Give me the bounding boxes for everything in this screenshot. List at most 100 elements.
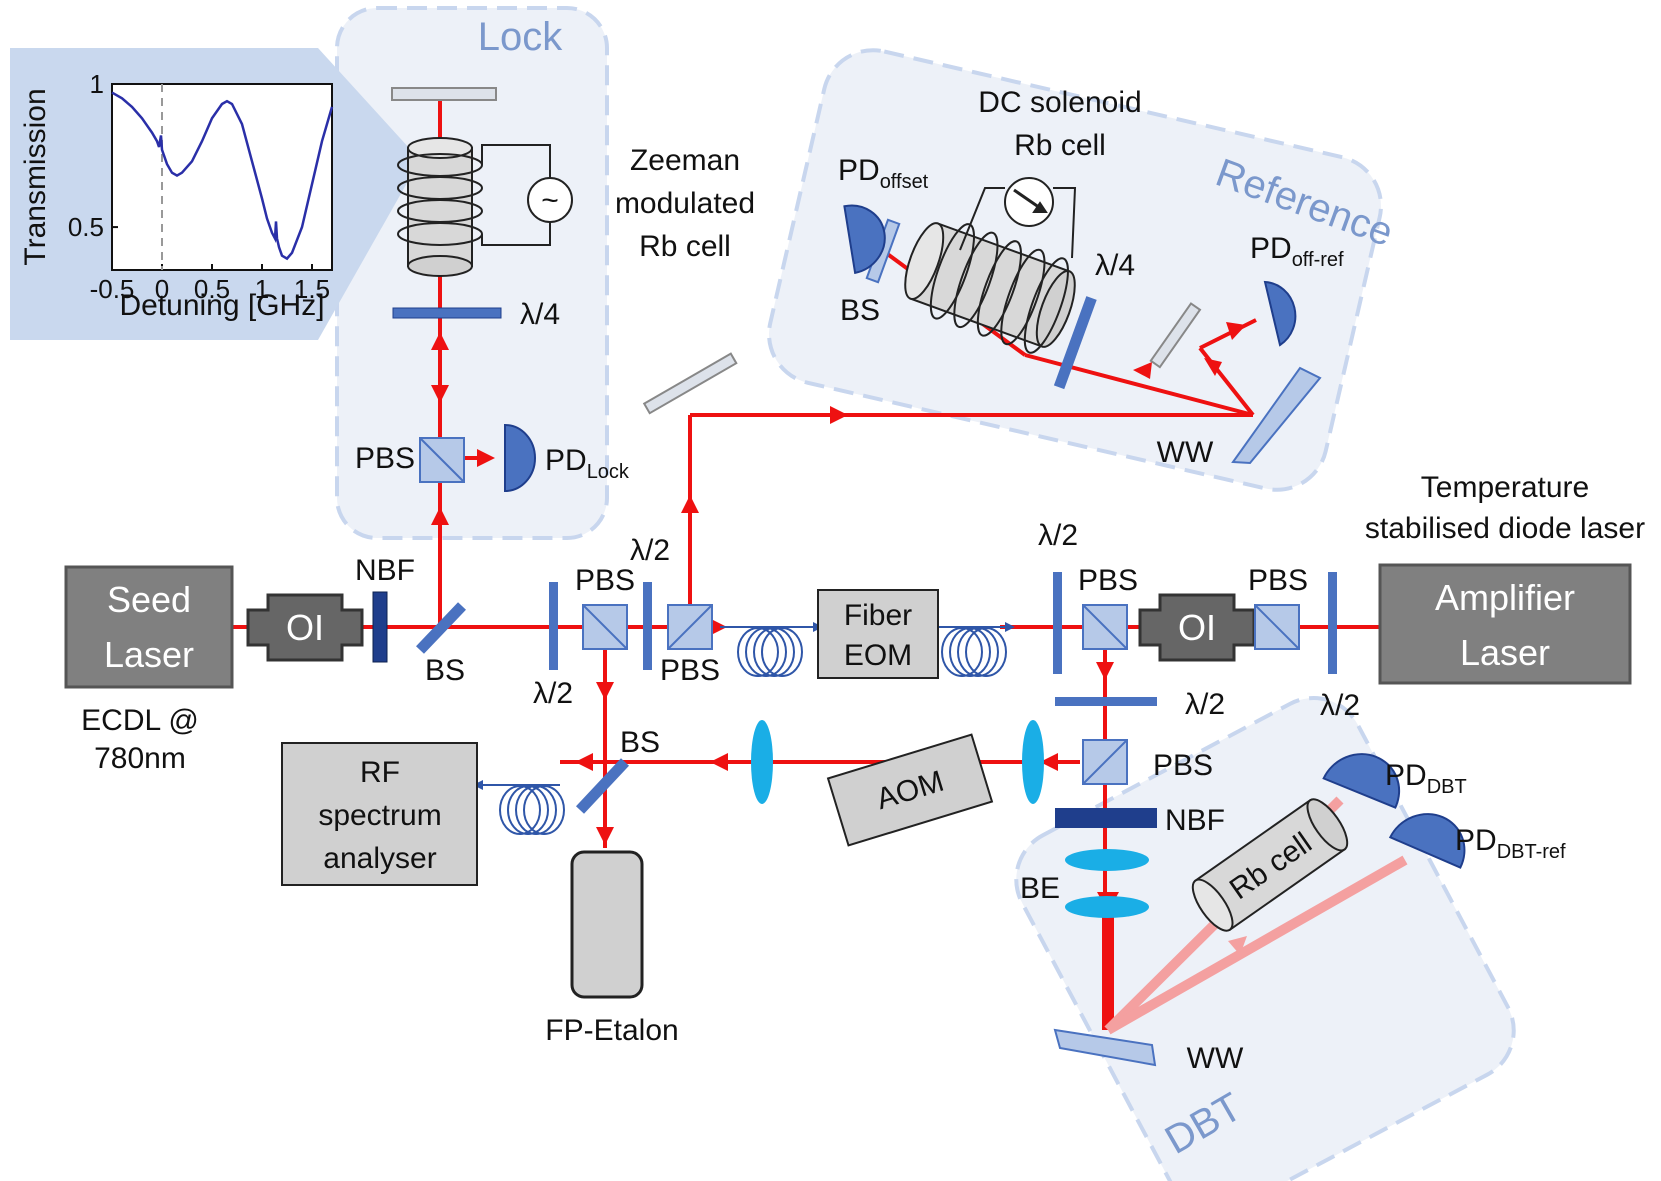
half-wave-plate-4 [1328,572,1337,674]
beam-arrows [431,322,1246,912]
zeeman-label-3: Rb cell [639,230,731,263]
optical-isolator-1[interactable]: OI [246,593,364,662]
nbf-1 [372,591,388,663]
fiber-coil-2 [938,622,1015,677]
inset-xlabel: Detuning [GHz] [119,289,324,322]
zeeman-label-2: modulated [615,187,755,220]
fp-etalon-label: FP-Etalon [545,1014,678,1047]
pd-dbtref-label: PDDBT-ref [1455,824,1566,863]
bs-2-label: BS [620,726,660,759]
reference-quarter-wave-label: λ/4 [1095,249,1135,282]
reference-bs-label: BS [840,294,880,327]
lens-1 [1022,720,1044,804]
inset-yticks: 10.5 [68,69,118,242]
zeeman-label-1: Zeeman [630,144,740,177]
fiber-eom-label-2: EOM [844,639,912,672]
nbf-1-label: NBF [355,554,415,587]
pbs-4-label: PBS [1248,564,1308,597]
optical-isolator-1-label: OI [286,607,324,648]
half-wave-5-label: λ/2 [1185,688,1225,721]
dbt-rb-cell[interactable]: Rb cell [1186,793,1355,936]
dbt-ww-label: WW [1187,1042,1244,1075]
amplifier-laser-label-1: Amplifier [1435,577,1575,618]
be-lens-1 [1065,849,1149,871]
reference-mirror-1 [642,352,738,415]
amplifier-laser[interactable]: Amplifier Laser [1378,563,1632,685]
reference-ww-label: WW [1157,436,1214,469]
inset-axes [111,83,333,271]
amplifier-laser-label-2: Laser [1460,632,1550,673]
pbs-2-label: PBS [660,654,720,687]
pbs-1-label: PBS [575,564,635,597]
half-wave-plate-3 [1053,572,1062,674]
dc-solenoid-rb-cell[interactable] [894,209,1086,360]
lock-pbs-label: PBS [355,442,415,475]
zeeman-rb-cell[interactable]: ~ [397,137,573,277]
rf-label-2: spectrum [318,799,441,832]
pd-offref-icon [1263,280,1297,347]
half-wave-3-label: λ/2 [1038,519,1078,552]
inset-xtick-label: 1 [255,274,269,304]
lens-2 [751,720,773,804]
reference-mirror-2 [1149,302,1202,369]
optical-isolator-2-label: OI [1178,607,1216,648]
half-wave-4-label: λ/2 [1320,689,1360,722]
inset-xtick-label: -0.5 [90,274,135,304]
transmission-curve [111,91,334,261]
inset-xtick-label: 0.5 [194,274,230,304]
region-lock-label: Lock [478,15,563,59]
ecdl-label-2: 780nm [94,742,186,775]
pd-dbtref-icon [1388,813,1466,869]
pd-lock-icon [504,423,536,493]
inset-ytick-label: 0.5 [68,212,104,242]
optical-isolator-2[interactable]: OI [1138,593,1256,662]
fiber-eom-label-1: Fiber [844,599,912,632]
fiber-coils [473,622,1015,835]
rf-spectrum-analyser[interactable]: RF spectrum analyser [281,742,478,886]
bs-1 [416,602,466,654]
seed-laser-label-2: Laser [104,634,194,675]
pbs-1 [582,604,628,650]
inset-xtick-label: 0 [155,274,169,304]
inset-xtick-label: 1.5 [294,274,330,304]
fiber-eom[interactable]: Fiber EOM [817,589,939,679]
lock-mirror [391,87,497,101]
rf-label-3: analyser [323,842,436,875]
dc-source [959,177,1077,259]
inset-ytick-label: 1 [90,69,104,99]
dbt-wedged-window [1053,1028,1157,1067]
pbs-5 [1082,739,1128,785]
ac-source-icon [527,177,573,223]
nbf-2-label: NBF [1165,804,1225,837]
pbs-3 [1082,604,1128,650]
half-wave-2-label: λ/2 [630,534,670,567]
half-wave-plate-5 [1055,697,1157,706]
half-wave-plate-1 [549,582,558,670]
inset-xticks: -0.5 0 0.5 1 1.5 [90,264,330,304]
be-lens-2 [1065,896,1149,918]
bs-2 [575,758,630,814]
half-wave-1-label: λ/2 [533,677,573,710]
seed-laser-label-1: Seed [107,579,191,620]
be-label: BE [1020,872,1060,905]
lock-pbs [419,437,465,483]
seed-laser[interactable]: Seed Laser [64,565,234,689]
dc-solenoid-label-2: Rb cell [1014,129,1106,162]
fp-etalon[interactable] [570,850,644,999]
bs-1-label: BS [425,654,465,687]
pd-offset-icon [843,204,886,275]
dc-solenoid-label-1: DC solenoid [978,86,1141,119]
pd-dbt-icon [1322,753,1401,809]
inset-ylabel: Transmission [19,88,52,265]
pd-offref-label: PDoff-ref [1250,232,1344,271]
aom[interactable]: AOM [826,733,994,847]
fiber-coil-3 [473,780,565,835]
pbs-3-label: PBS [1078,564,1138,597]
temperature-label-1: Temperature [1421,471,1589,504]
nbf-2 [1055,808,1157,828]
rf-label-1: RF [360,756,400,789]
half-wave-plate-2 [643,582,652,670]
pd-lock-label: PDLock [545,444,630,483]
